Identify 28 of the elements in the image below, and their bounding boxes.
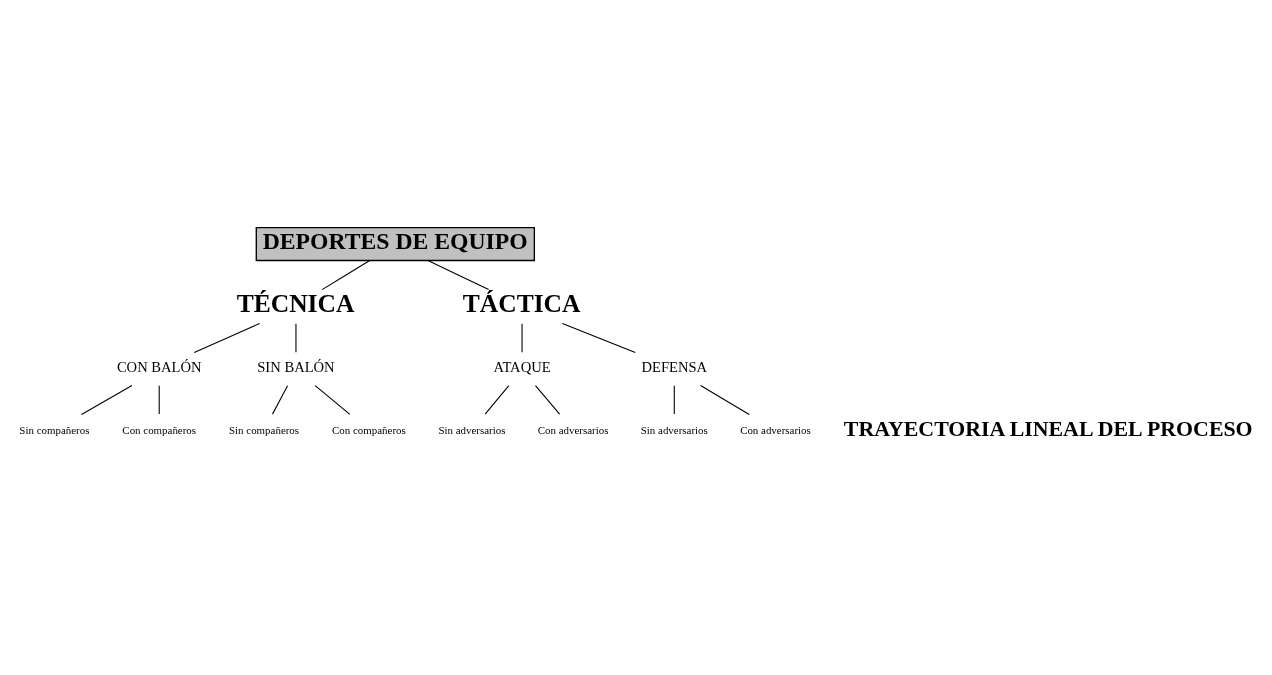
connector [534,385,561,415]
node-text: Sin compañeros [229,423,300,436]
connector [484,385,510,415]
node-text: DEFENSA [641,359,708,376]
connector [80,384,133,415]
connector [271,385,289,415]
connector [700,384,750,415]
connector [193,322,261,354]
connector [427,260,490,291]
node-text: Con compañeros [332,423,406,436]
node-text: Sin adversarios [438,423,506,436]
node-text: Con adversarios [537,423,609,436]
label: TRAYECTORIA LINEAL DEL PROCESO [843,416,1253,441]
connector [321,260,371,291]
connector [673,385,675,415]
connector [561,322,636,354]
node-text: Sin compañeros [19,423,90,436]
node-text: TÁCTICA [462,288,581,318]
node-text: Con adversarios [740,423,811,436]
connector [158,385,160,415]
connector [314,385,351,415]
node-text: CON BALÓN [116,359,202,376]
node-text: TÉCNICA [236,288,355,318]
node-text: Con compañeros [122,423,197,436]
node-text: ATAQUE [493,359,551,376]
node-text: Sin adversarios [640,423,708,436]
node-box: DEPORTES DE EQUIPO [255,226,536,262]
node-text: SIN BALÓN [257,359,335,376]
